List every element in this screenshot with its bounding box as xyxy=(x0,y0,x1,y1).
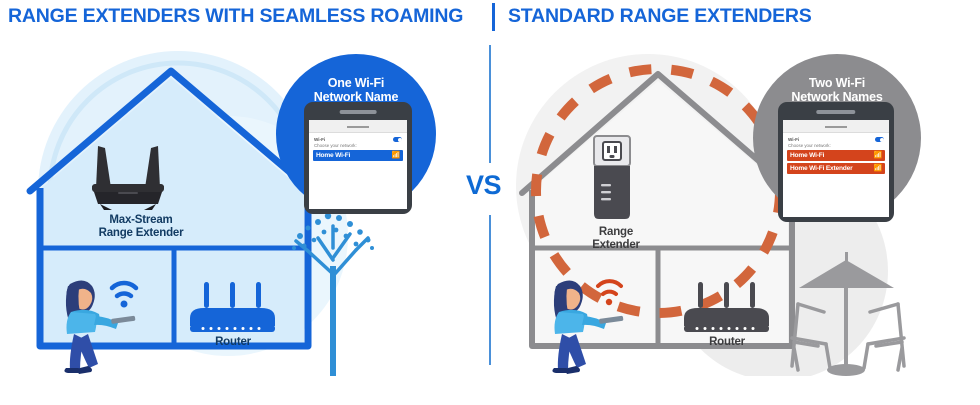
bubble-title-line1: Two Wi-Fi xyxy=(808,76,866,90)
house-roof-outline xyxy=(519,71,799,196)
router-label: Router xyxy=(215,336,251,348)
wifi-icon: 📶 xyxy=(391,152,400,159)
wall-plug-extender-icon xyxy=(593,135,631,219)
person-with-tablet-icon xyxy=(64,280,139,374)
network-name: Home Wi-Fi xyxy=(316,152,351,159)
bubble-title: One Wi-Fi Network Name xyxy=(313,76,399,104)
bubble-title-line1: One Wi-Fi xyxy=(327,76,385,90)
extender-label: Range Extender xyxy=(566,226,666,252)
patio-umbrella-chairs-icon xyxy=(790,252,906,376)
wifi-toggle[interactable] xyxy=(875,137,884,142)
bubble-title-line2: Network Names xyxy=(791,90,883,104)
phone-screen: Wi-Fi Choose your network: Home Wi-Fi 📶 xyxy=(309,120,407,209)
router-icon xyxy=(190,282,275,332)
heading-left: RANGE EXTENDERS WITH SEAMLESS ROAMING xyxy=(8,5,464,27)
screen-handle xyxy=(783,120,889,133)
extender-label-line1: Range xyxy=(598,226,634,238)
screen-handle xyxy=(309,120,407,133)
phone-speaker xyxy=(816,110,856,114)
bubble-title: Two Wi-Fi Network Names xyxy=(791,76,882,104)
extender-label: Max-Stream Range Extender xyxy=(66,214,216,240)
phone-mockup: Wi-Fi Choose your network: Home Wi-Fi 📶 … xyxy=(778,102,894,222)
wifi-label: Wi-Fi xyxy=(788,137,800,142)
network-list-item[interactable]: Home Wi-Fi Extender 📶 xyxy=(787,163,885,174)
wifi-label: Wi-Fi xyxy=(314,137,326,142)
right-panel: Range Extender Router Two Wi-Fi Network … xyxy=(508,36,978,376)
right-scene-svg xyxy=(516,54,906,376)
house-walls-outline xyxy=(529,190,795,349)
network-name: Home Wi-Fi Extender xyxy=(790,165,853,172)
wifi-icon: 📶 xyxy=(873,152,882,159)
house-roof-outline xyxy=(26,67,316,195)
tree-icon xyxy=(292,205,374,376)
phone-speaker xyxy=(339,110,377,114)
wifi-icon: 📶 xyxy=(873,165,882,172)
wifi-signal-icon xyxy=(109,280,139,299)
heading-right: STANDARD RANGE EXTENDERS xyxy=(508,5,812,27)
left-panel: Max-Stream Range Extender Router One Wi-… xyxy=(8,36,478,376)
center-divider-top xyxy=(489,45,491,163)
wifi-toggle[interactable] xyxy=(393,137,402,142)
extender-label-line1: Max-Stream xyxy=(109,214,173,226)
router-label: Router xyxy=(709,336,745,348)
network-list-item[interactable]: Home Wi-Fi 📶 xyxy=(313,150,403,161)
range-extender-icon xyxy=(92,146,164,210)
choose-network-label: Choose your network: xyxy=(314,143,357,148)
vs-label: VS xyxy=(466,170,502,200)
choose-network-label: Choose your network: xyxy=(788,143,831,148)
extender-label-line2: Extender xyxy=(592,239,640,251)
wifi-toggle-row[interactable]: Wi-Fi xyxy=(783,133,889,143)
phone-mockup: Wi-Fi Choose your network: Home Wi-Fi 📶 xyxy=(304,102,412,214)
extender-label-line2: Range Extender xyxy=(98,227,184,239)
wifi-signal-icon xyxy=(596,279,623,296)
center-divider-bottom xyxy=(489,215,491,365)
heading-divider xyxy=(492,3,495,31)
router-icon xyxy=(684,282,769,332)
bubble-title-line2: Network Name xyxy=(313,90,399,104)
network-list-item[interactable]: Home Wi-Fi 📶 xyxy=(787,150,885,161)
network-name: Home Wi-Fi xyxy=(790,152,825,159)
phone-screen: Wi-Fi Choose your network: Home Wi-Fi 📶 … xyxy=(783,120,889,217)
person-with-tablet-icon xyxy=(552,279,624,374)
house-fill xyxy=(38,78,304,343)
wifi-toggle-row[interactable]: Wi-Fi xyxy=(309,133,407,143)
